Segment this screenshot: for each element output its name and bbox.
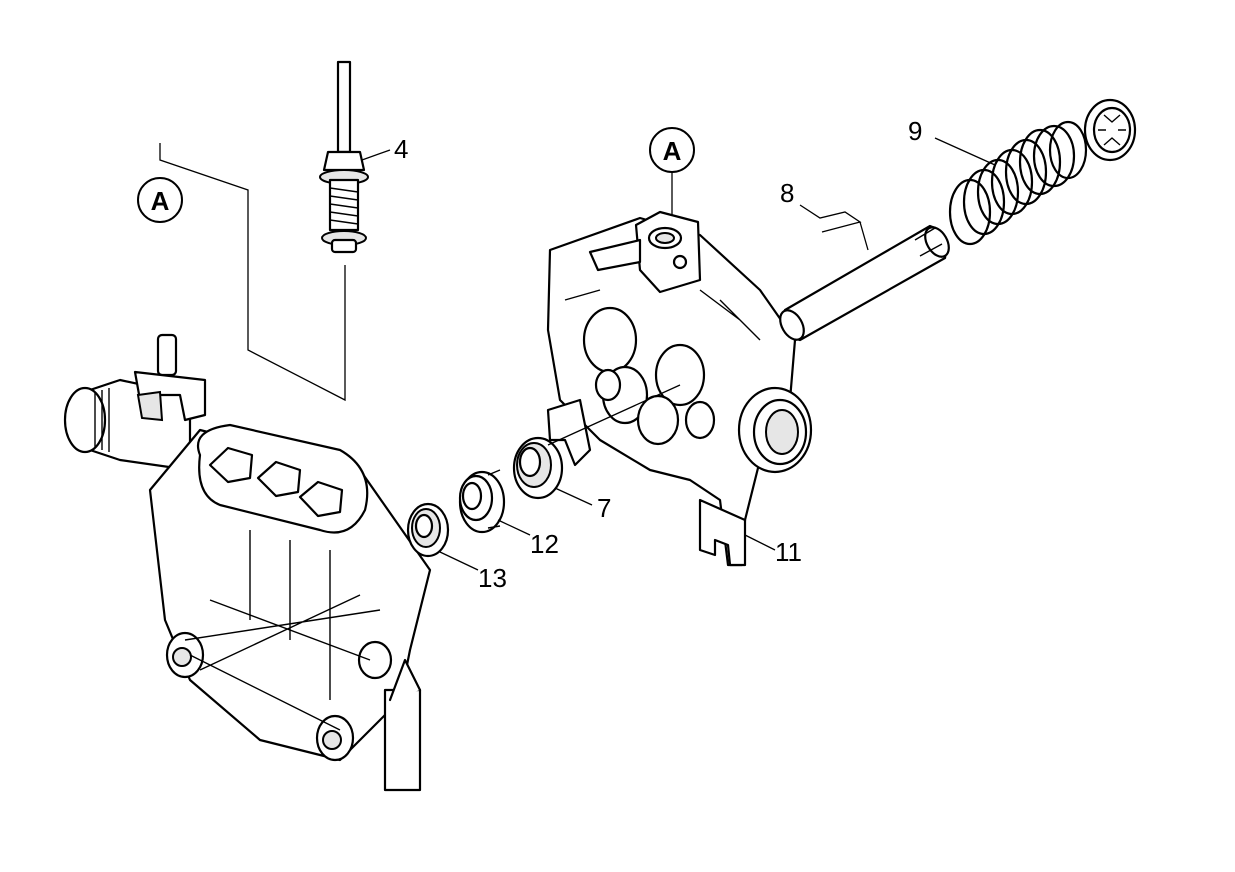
part-11-cylinder-head	[546, 210, 813, 567]
part-9-spring	[948, 120, 1088, 246]
callout-13: 13	[439, 551, 507, 593]
part-12-seal	[458, 469, 506, 534]
retaining-washer	[1083, 98, 1137, 162]
callout-8-label: 8	[780, 178, 794, 208]
callout-4: 4	[361, 134, 408, 164]
part-8-piston	[779, 224, 950, 342]
callout-7: 7	[554, 487, 611, 523]
left-pump-head	[63, 333, 432, 792]
assembly-guide-line	[547, 384, 681, 446]
part-13-seal-ring	[406, 502, 450, 558]
reference-marker-center-label: A	[663, 136, 682, 166]
callout-13-label: 13	[478, 563, 507, 593]
callout-11-label: 11	[775, 537, 802, 567]
reference-marker-left-label: A	[151, 186, 170, 216]
callout-4-label: 4	[394, 134, 408, 164]
callout-8: 8	[780, 178, 869, 251]
reference-marker-left: A	[137, 143, 346, 402]
part-7-ring	[512, 436, 564, 500]
callout-12-label: 12	[530, 529, 559, 559]
callout-11: 11	[744, 534, 802, 567]
callout-9: 9	[908, 116, 996, 166]
part-4-valve	[319, 60, 369, 254]
callout-9-label: 9	[908, 116, 922, 146]
callout-12: 12	[497, 519, 559, 559]
callout-7-label: 7	[597, 493, 611, 523]
